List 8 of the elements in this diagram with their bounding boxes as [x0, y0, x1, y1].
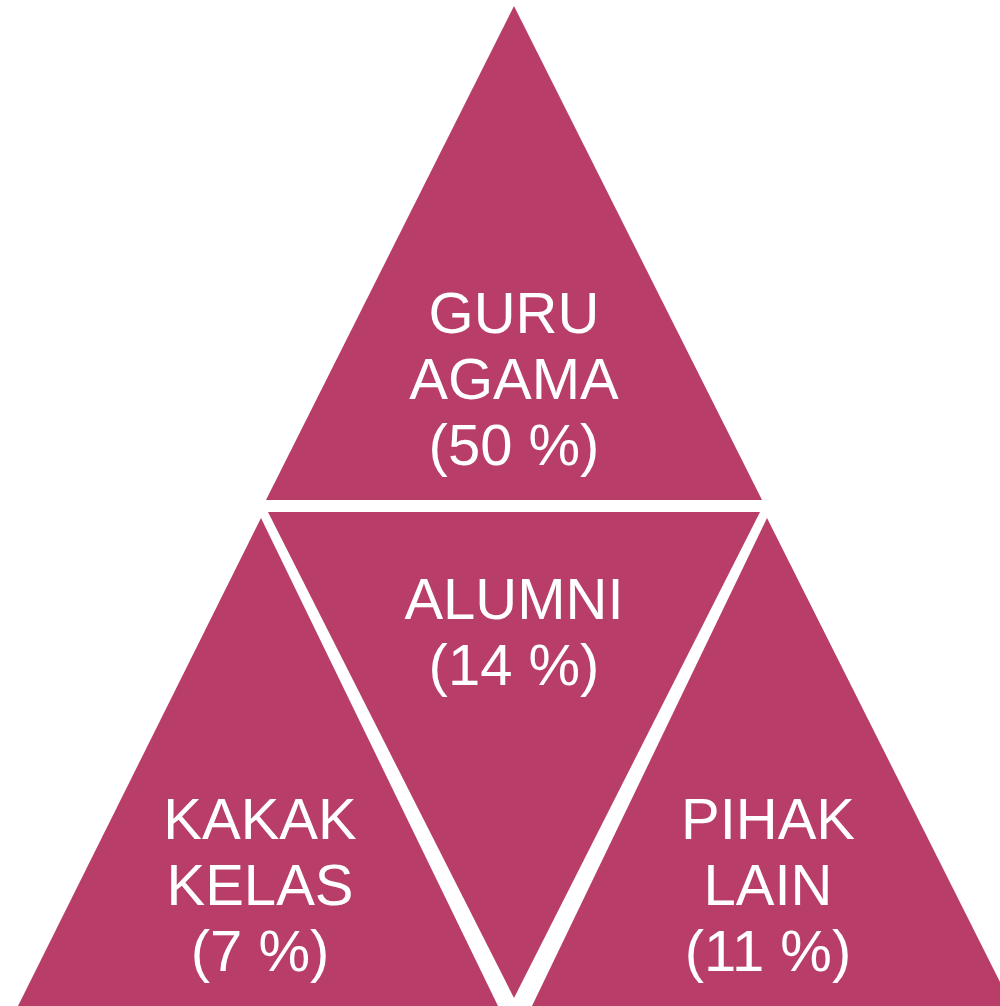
percentage-label: (11 %) — [684, 918, 852, 983]
category-label: ALUMNI — [404, 566, 624, 631]
percentage-label: (14 %) — [428, 632, 600, 697]
category-label: GURU AGAMA — [409, 280, 619, 411]
category-label: PIHAK LAIN — [680, 786, 856, 917]
percentage-label: (50 %) — [428, 412, 600, 477]
category-label: KAKAK KELAS — [163, 786, 357, 917]
percentage-label: (7 %) — [190, 918, 330, 983]
